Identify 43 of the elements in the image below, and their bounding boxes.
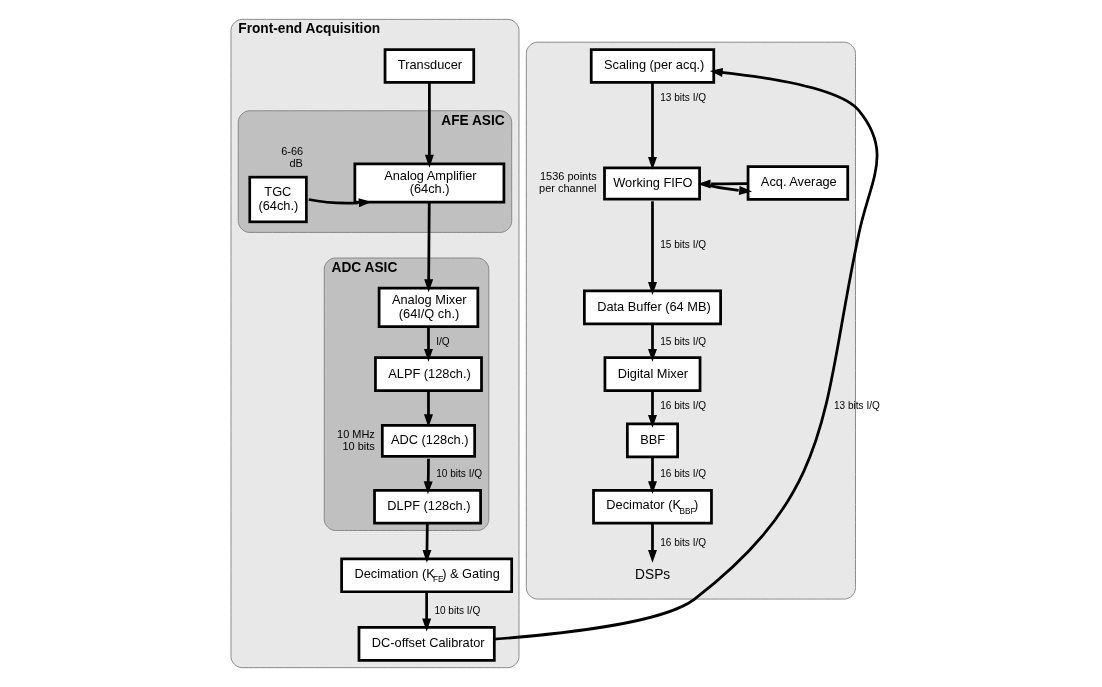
node-box: Data Buffer (64 MB) <box>583 289 722 326</box>
node-label: 1536 points per channel <box>539 170 597 195</box>
node-box: BBF <box>626 422 679 459</box>
edge-label: I/Q <box>436 335 450 347</box>
arrow <box>423 458 433 495</box>
arrow <box>308 198 372 208</box>
node-box: ALPF (128ch.) <box>374 356 483 392</box>
arrow <box>422 523 432 563</box>
arrow <box>648 456 657 495</box>
node-label: 6-66 dB <box>281 145 304 170</box>
edge-label: 13 bits I/Q <box>834 399 880 411</box>
arrow <box>423 326 433 362</box>
edge-label: 15 bits I/Q <box>660 238 707 250</box>
arrow <box>648 82 657 170</box>
edge-label: 15 bits I/Q <box>660 335 707 347</box>
arrow <box>424 202 434 293</box>
node-box: Acq. Average <box>746 165 850 201</box>
arrow <box>423 390 433 428</box>
arrow <box>648 324 657 362</box>
edge-label: 10 bits I/Q <box>436 468 483 480</box>
arrow <box>648 523 657 563</box>
node-box: Transducer <box>383 48 476 84</box>
edge-label: 10 bits I/Q <box>434 605 481 617</box>
node-box: DC-offset Calibrator <box>357 626 496 662</box>
node-label: 10 MHz 10 bits <box>337 427 375 452</box>
node-box: Scaling (per acq.) <box>589 48 716 84</box>
edge-label: 16 bits I/Q <box>660 536 707 548</box>
arrow <box>648 201 657 295</box>
arrow <box>648 390 657 428</box>
node-box: Decimation (K$_{FE}$) & Gating <box>340 557 514 594</box>
arrow <box>422 592 432 632</box>
node-box: Analog Amplifier (64ch.) <box>353 162 506 204</box>
node-box: Digital Mixer <box>603 356 702 392</box>
node-text: DSPs <box>635 566 671 582</box>
edge-label: 13 bits I/Q <box>660 91 707 103</box>
edge-label: 16 bits I/Q <box>660 468 707 480</box>
arrow <box>424 82 434 168</box>
node-box: Analog Mixer (64I/Q ch.) <box>377 286 480 328</box>
arrow <box>697 179 748 189</box>
edge-label: 16 bits I/Q <box>660 399 707 411</box>
node-box: Decimator (K$_{BBF}$) <box>592 488 713 525</box>
arrow <box>494 68 879 641</box>
node-box: DLPF (128ch.) <box>373 488 482 525</box>
